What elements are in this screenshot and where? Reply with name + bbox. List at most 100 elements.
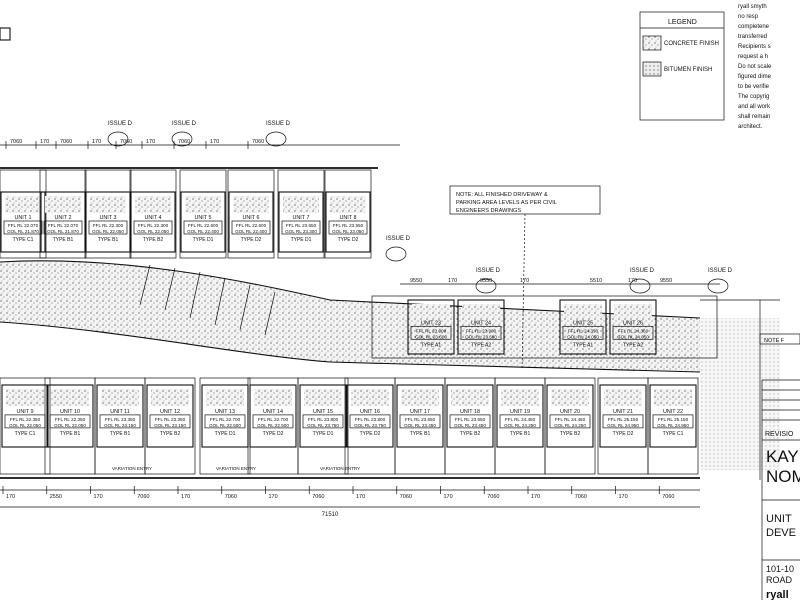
unit-type: TYPE D2 (263, 431, 284, 437)
unit-name: UNIT 16 (360, 409, 380, 415)
unit-name: UNIT 26 (623, 320, 643, 326)
unit-type: TYPE D2 (241, 237, 262, 243)
mid-dimension: 9550 (480, 278, 492, 284)
unit-type: TYPE B1 (410, 431, 431, 437)
bottom-total-dimension: 71510 (322, 512, 339, 518)
unit-type: TYPE D1 (215, 431, 236, 437)
unit-ffl: FFL RL 23.800 (355, 417, 386, 422)
unit-type: TYPE C1 (663, 431, 684, 437)
legend-label-bitumen: BITUMEN FINISH (664, 67, 712, 73)
unit-ffl: FFL RL 23.350 (105, 417, 136, 422)
bottom-dimension: 7060 (312, 494, 324, 500)
unit-name: UNIT 18 (460, 409, 480, 415)
level-box (349, 414, 391, 429)
courtyard (462, 304, 500, 320)
bottom-dimension: 2550 (50, 494, 62, 500)
unit-type: TYPE B1 (53, 237, 74, 243)
unit-gol: GOL RL 24.050 (617, 334, 649, 339)
unit-ffl: FFL RL 25.150 (658, 417, 689, 422)
unit-outline (609, 299, 657, 355)
tree-symbol (385, 246, 407, 262)
bottom-dimension: 7060 (137, 494, 149, 500)
bottom-dimension: 170 (531, 494, 540, 500)
right-note: NOTE F (759, 333, 800, 345)
unit-gol: GOL RL 21.870 (7, 229, 39, 234)
lot-boundary (179, 169, 227, 259)
unit-outline (228, 191, 274, 253)
unit-ffl: FFL RL 22.600 (188, 223, 219, 228)
unit-ffl: FFL RL 23.650 (455, 417, 486, 422)
bottom-dimension: 170 (619, 494, 628, 500)
levels-note: NOTE: ALL FINISHED DRIVEWAY & PARKING AR… (449, 185, 601, 371)
level-box (149, 414, 191, 429)
unit-gol: GOL RL 23.050 (332, 229, 364, 234)
unit-type: TYPE A1 (421, 342, 442, 348)
unit-type: TYPE A2 (623, 342, 644, 348)
top-dimension: 7060 (60, 139, 72, 145)
unit-outline (1, 384, 49, 448)
level-box (449, 414, 491, 429)
courtyard (501, 389, 539, 407)
unit-gol: GOL RL 23.150 (154, 423, 186, 428)
entry-note: VARIATION ENTRY (320, 466, 360, 471)
unit-outline (249, 384, 297, 448)
unit-gol: GOL RL 23.750 (307, 423, 339, 428)
unit-gol: GOL RL 23.750 (354, 423, 386, 428)
unit-type: TYPE C1 (13, 237, 34, 243)
unit-type: TYPE B2 (143, 237, 164, 243)
unit-type: TYPE D1 (313, 431, 334, 437)
courtyard (283, 196, 319, 213)
unit-outline (46, 384, 94, 448)
tree-symbol (707, 278, 729, 294)
unit-ffl: FFL RL 24.450 (505, 417, 536, 422)
courtyard (551, 389, 589, 407)
level-box (328, 220, 368, 235)
disclaimer-line: Recipients s (738, 44, 771, 50)
unit-name: UNIT 21 (613, 409, 633, 415)
unit-gol: GOL RL 22.050 (9, 423, 41, 428)
unit-ffl: FFL RL 23.900 (466, 328, 497, 333)
unit-outline (130, 191, 176, 253)
disclaimer-line: completene (738, 24, 770, 30)
courtyard (614, 304, 652, 320)
unit-name: UNIT 11 (110, 409, 130, 415)
courtyard (185, 196, 221, 213)
bottom-dimension: 170 (181, 494, 190, 500)
unit-gol: GOL RL 23.450 (404, 423, 436, 428)
lot-boundary (324, 169, 372, 259)
unit-outline (599, 384, 647, 448)
courtyard (412, 304, 450, 320)
legend: LEGEND CONCRETE FINISH BITUMEN FINISH (639, 11, 725, 121)
lot-boundary (129, 169, 177, 259)
issue-tag: ISSUE D (386, 236, 411, 242)
lot-boundary (544, 377, 596, 475)
bottom-dimension: 170 (356, 494, 365, 500)
architect-logo: ryall (766, 589, 789, 600)
unit-ffl: FFL RL 23.650 (286, 223, 317, 228)
level-box (652, 414, 694, 429)
unit-gol: GOL RL 24.950 (607, 423, 639, 428)
disclaimer-line: to be verifie (738, 84, 770, 90)
unit-ffl: FFL RL 22.300 (93, 223, 124, 228)
unit-gol: GOL RL 23.600 (465, 334, 497, 339)
courtyard (101, 389, 139, 407)
unit-ffl: FFL RL 23.650 (405, 417, 436, 422)
unit-ffl: FFL RL 24.350 (568, 328, 599, 333)
unit-outline (146, 384, 194, 448)
tree-symbol (171, 131, 193, 147)
unit-gol: GOL RL 24.050 (567, 334, 599, 339)
svg-text:NOTE F: NOTE F (764, 338, 785, 344)
unit-type: TYPE B1 (98, 237, 119, 243)
